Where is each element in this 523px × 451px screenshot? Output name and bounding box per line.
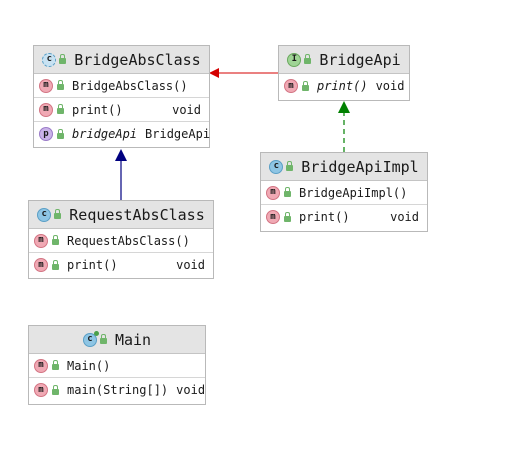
class-icon: c — [82, 332, 97, 347]
abstract-class-icon: c — [42, 52, 57, 67]
member-name: main(String[]) — [67, 383, 169, 397]
class-name: Main — [114, 330, 152, 349]
member-type: void — [176, 383, 206, 397]
class-box-bridge-abs-class[interactable]: c BridgeAbsClass m BridgeAbsClass() m pr… — [33, 45, 210, 148]
class-box-request-abs-class[interactable]: c RequestAbsClass m RequestAbsClass() m … — [28, 200, 214, 279]
class-icon: c — [269, 159, 284, 174]
property-icon: p — [39, 127, 53, 141]
member-name: print() — [299, 210, 350, 224]
class-name: BridgeApi — [319, 50, 401, 69]
member-name: Main() — [67, 358, 111, 373]
public-lock-icon — [99, 334, 107, 344]
member-name: RequestAbsClass() — [67, 233, 190, 248]
member-name: bridgeApi — [72, 127, 138, 141]
public-lock-icon — [304, 54, 312, 64]
method-icon: m — [284, 79, 298, 93]
member-row[interactable]: m print() void — [34, 98, 209, 122]
class-header: c BridgeAbsClass — [34, 46, 209, 74]
public-lock-icon — [57, 80, 64, 90]
public-lock-icon — [52, 235, 59, 245]
member-type: void — [172, 102, 201, 117]
class-name: BridgeApiImpl — [301, 157, 419, 176]
method-icon: m — [266, 210, 280, 224]
method-icon: m — [39, 102, 53, 117]
class-header: I BridgeApi — [279, 46, 409, 74]
class-box-main[interactable]: c Main m Main() m main(String[]) void — [28, 325, 206, 405]
method-icon: m — [34, 258, 48, 272]
member-name: BridgeAbsClass() — [72, 78, 188, 93]
public-lock-icon — [302, 80, 309, 91]
member-row[interactable]: m BridgeAbsClass() — [34, 74, 209, 98]
run-indicator-icon — [93, 330, 99, 336]
realization-arrowhead — [338, 101, 350, 113]
member-type: BridgeApi — [145, 127, 211, 141]
public-lock-icon — [52, 259, 59, 270]
method-icon: m — [34, 233, 48, 248]
member-type: void — [375, 79, 405, 93]
member-row[interactable]: m print() void — [29, 253, 213, 277]
member-row[interactable]: m Main() — [29, 354, 205, 378]
class-name: BridgeAbsClass — [74, 50, 201, 69]
generalization-arrowhead — [115, 149, 127, 161]
public-lock-icon — [286, 161, 294, 171]
class-header: c BridgeApiImpl — [261, 153, 427, 181]
interface-icon: I — [287, 52, 302, 67]
class-icon: c — [37, 207, 52, 222]
runnable-class-icon: c — [82, 330, 99, 347]
member-row[interactable]: m print() void — [261, 205, 427, 229]
public-lock-icon — [57, 104, 64, 114]
class-header: c Main — [29, 326, 205, 354]
class-name: RequestAbsClass — [69, 205, 205, 224]
member-name: print() — [72, 102, 123, 117]
class-box-bridge-api-impl[interactable]: c BridgeApiImpl m BridgeApiImpl() m prin… — [260, 152, 428, 232]
public-lock-icon — [54, 209, 62, 219]
member-row[interactable]: m RequestAbsClass() — [29, 229, 213, 253]
public-lock-icon — [284, 211, 291, 222]
public-lock-icon — [52, 360, 59, 370]
member-name: print() — [67, 258, 118, 272]
member-type: void — [390, 210, 419, 224]
public-lock-icon — [59, 54, 67, 64]
class-box-bridge-api[interactable]: I BridgeApi m print() void — [278, 45, 410, 101]
method-icon: m — [39, 78, 53, 93]
member-row[interactable]: m main(String[]) void — [29, 378, 205, 402]
method-icon: m — [34, 358, 48, 373]
public-lock-icon — [52, 384, 59, 395]
member-row[interactable]: m print() void — [279, 74, 409, 98]
static-method-icon: m — [34, 383, 48, 397]
public-lock-icon — [57, 128, 64, 139]
association-arrowhead — [209, 68, 219, 78]
member-row[interactable]: p bridgeApi BridgeApi — [34, 122, 211, 146]
class-header: c RequestAbsClass — [29, 201, 213, 229]
member-type: void — [176, 258, 205, 272]
member-name: print() — [317, 79, 368, 93]
method-icon: m — [266, 185, 280, 200]
public-lock-icon — [284, 187, 291, 197]
member-row[interactable]: m BridgeApiImpl() — [261, 181, 427, 205]
member-name: BridgeApiImpl() — [299, 185, 408, 200]
